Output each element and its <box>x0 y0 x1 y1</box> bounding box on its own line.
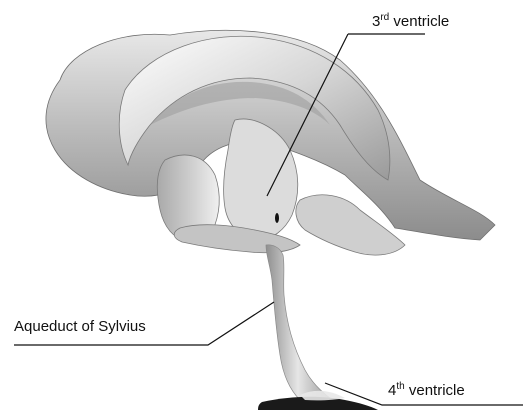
third-ventricle-label-number: 3 <box>372 13 380 30</box>
aqueduct-stem <box>266 245 330 400</box>
fourth-ventricle-label-number: 4 <box>388 382 396 399</box>
fourth-ventricle-label-word: ventricle <box>405 382 465 399</box>
third-ventricle-dark-mark <box>275 213 279 223</box>
third-ventricle-label-word: ventricle <box>389 13 449 30</box>
fourth-ventricle-label: 4th ventricle <box>388 381 465 399</box>
fourth-ventricle-label-superscript: th <box>396 381 404 392</box>
third-ventricle-label: 3rd ventricle <box>372 12 449 30</box>
aqueduct-label: Aqueduct of Sylvius <box>14 318 146 335</box>
third-ventricle-label-superscript: rd <box>380 12 389 23</box>
